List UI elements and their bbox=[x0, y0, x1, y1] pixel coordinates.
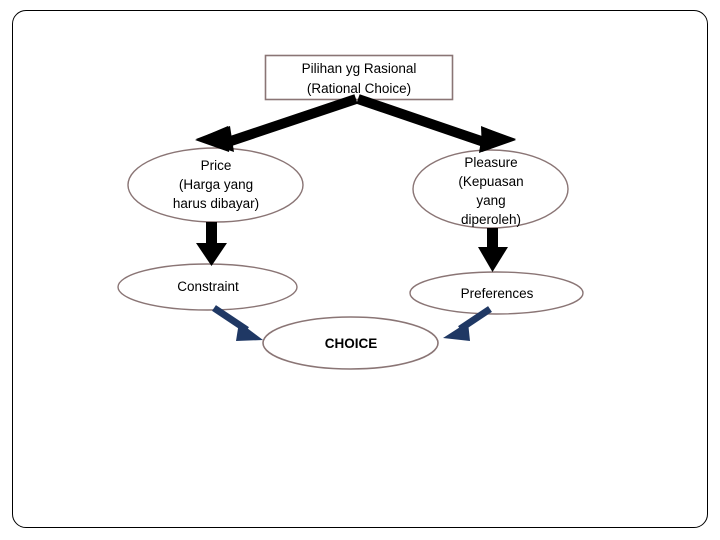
shape-constraint-ellipse[interactable] bbox=[117, 263, 298, 311]
shape-choice-ellipse[interactable] bbox=[262, 316, 439, 370]
connector-pleasure-to-preferences bbox=[478, 228, 508, 272]
connector-constraint-to-choice bbox=[212, 305, 263, 341]
shape-price-ellipse[interactable] bbox=[127, 147, 304, 223]
connector-title-to-pleasure bbox=[356, 94, 516, 153]
connector-title-to-price bbox=[195, 94, 358, 152]
shape-pleasure-ellipse[interactable] bbox=[412, 149, 569, 229]
shape-title-box[interactable] bbox=[264, 54, 454, 101]
shape-preferences-ellipse[interactable] bbox=[409, 271, 584, 315]
connector-preferences-to-choice bbox=[443, 306, 492, 341]
connector-price-to-constraint bbox=[196, 222, 227, 266]
